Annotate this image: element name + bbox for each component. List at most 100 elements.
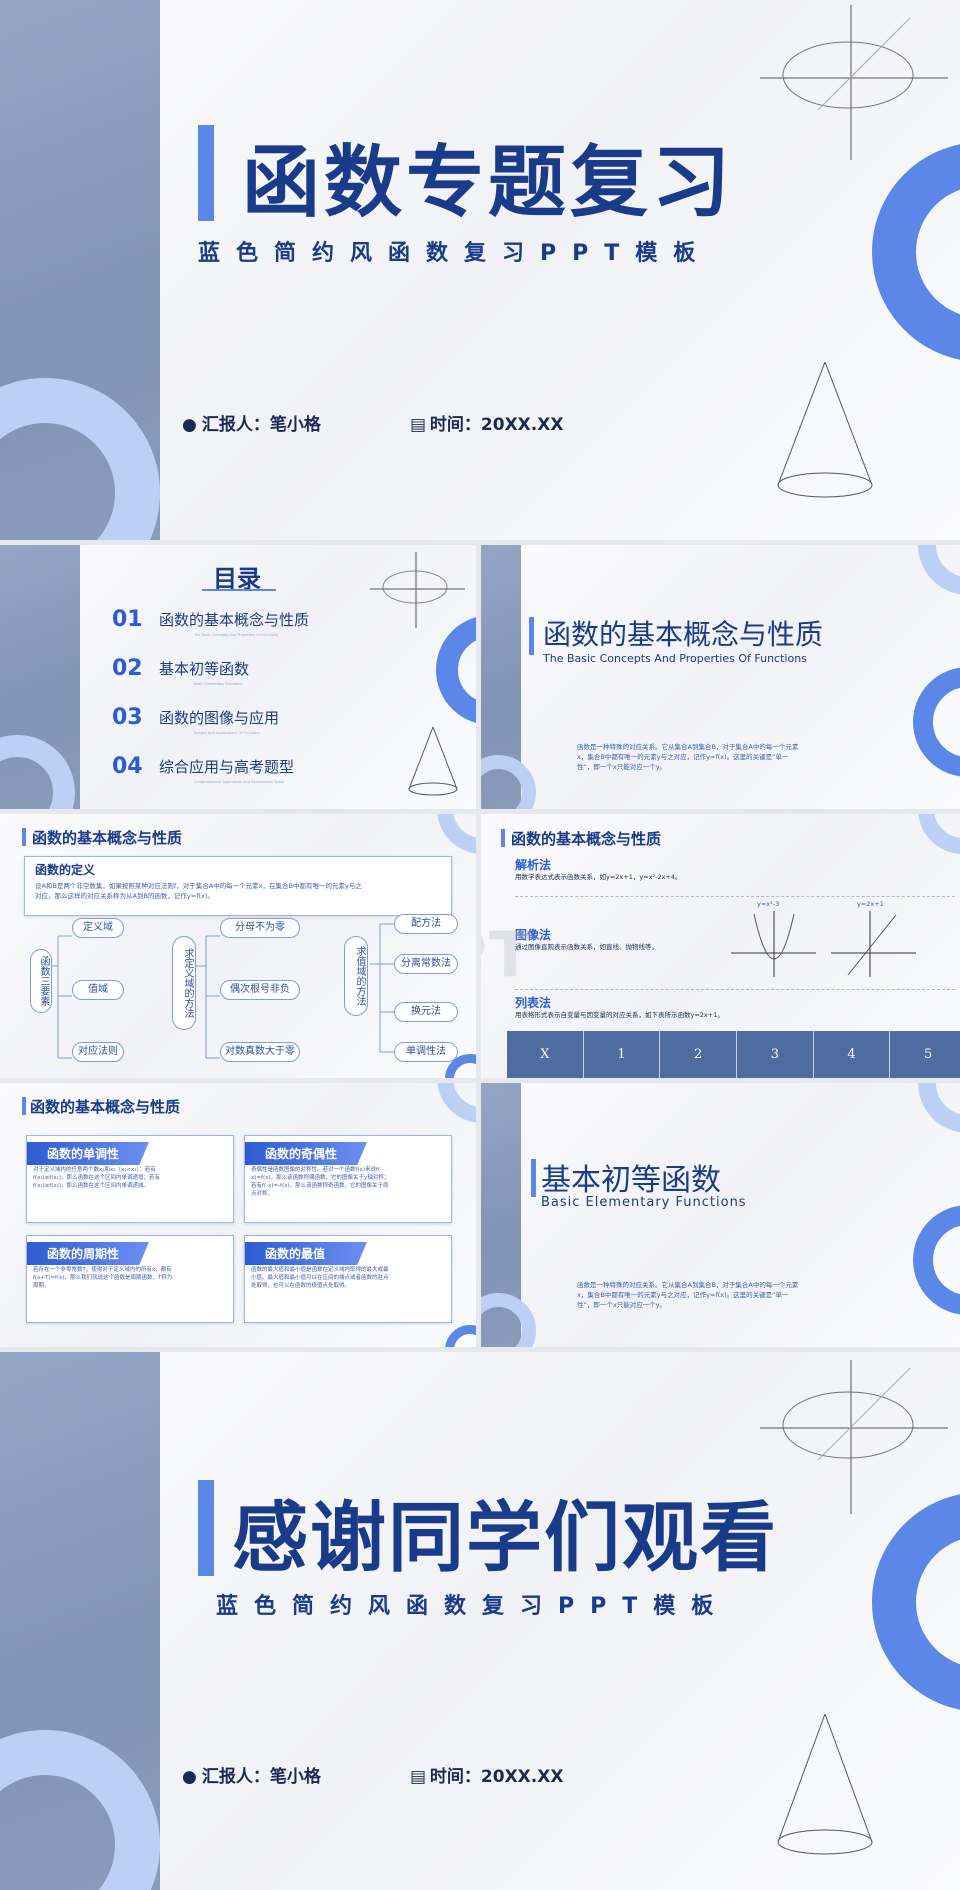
section1-en: The Basic Concepts And Properties Of Fun…	[543, 652, 807, 665]
ending-title: 感谢同学们观看	[232, 1493, 778, 1582]
definition-slide: 函数的基本概念与性质 函数的定义 设A和B是两个非空数集，如果按照某种对应法则f…	[0, 814, 476, 1078]
ending-title-bar	[198, 1480, 214, 1576]
toc-item-number: 03	[112, 705, 143, 730]
repr-title-bar	[501, 829, 505, 847]
section2-ring-top	[918, 1083, 960, 1133]
properties-slide: 函数的基本概念与性质 函数的单调性对于定义域内的任意两个数x₁和x₂（x₁<x₂…	[0, 1083, 476, 1347]
toc-cone-decor	[408, 726, 458, 796]
prop-ring-top	[437, 1083, 476, 1123]
representation-slide: 函数的基本概念与性质 解析法 用数学表达式表示函数关系，如y=2x+1，y=x²…	[481, 814, 960, 1078]
domain-method-pill: 分母不为零	[220, 918, 300, 938]
calendar-icon: ▤	[410, 1767, 427, 1787]
range-method-pill: 换元法	[394, 1002, 458, 1022]
watermark: 笔格PPT	[481, 918, 534, 991]
range-method-label: 求值域的方法	[344, 936, 368, 1016]
definition-card: 函数的定义 设A和B是两个非空数集，如果按照某种对应法则f，对于集合A中的每一个…	[24, 856, 452, 916]
cover-reporter: ● 汇报人：笔小格	[182, 410, 321, 435]
user-icon: ●	[182, 415, 197, 435]
cover-ring-right	[872, 142, 960, 362]
definition-body: 设A和B是两个非空数集，如果按照某种对应法则f，对于集合A中的每一个元素x，在集…	[35, 882, 362, 900]
table-title: 列表法	[515, 996, 552, 1010]
prop-slide-title: 函数的基本概念与性质	[30, 1098, 181, 1116]
toc-item-subtitle: Comprehensive Application And Examinatio…	[194, 780, 284, 784]
elements-label: 函数三要素	[30, 949, 52, 1013]
property-card-title: 函数的最值	[245, 1242, 367, 1265]
element-pill: 值域	[72, 980, 124, 1000]
ending-reporter-label: 汇报人：笔小格	[201, 1767, 321, 1787]
toc-title: 目录	[213, 565, 261, 593]
domain-method-pill: 对数真数大于零	[220, 1042, 300, 1062]
section2-en: Basic Elementary Functions	[541, 1195, 747, 1210]
def-slide-title: 函数的基本概念与性质	[32, 829, 183, 847]
section2-body: 函数是一种特殊的对应关系。它从集合A到集合B，对于集合A中的每一个元素x，集合B…	[577, 1281, 799, 1309]
analytic-body: 用数学表达式表示函数关系，如y=2x+1，y=x²-2x+4。	[515, 873, 682, 881]
graph-parabola	[731, 911, 816, 977]
section1-ring-top	[918, 545, 960, 595]
graph1-label: y=x²-3	[757, 900, 780, 908]
analytic-title: 解析法	[515, 858, 552, 872]
toc-item-subtitle: Basic Elementary Functions	[194, 682, 243, 686]
ending-crosshair-decor	[760, 1360, 948, 1514]
property-card-title: 函数的周期性	[27, 1242, 149, 1265]
toc-slide: 目录 01 函数的基本概念与性质 The Basic Concepts And Pr…	[0, 545, 476, 809]
toc-title-underline	[202, 589, 276, 591]
range-method-pill: 配方法	[394, 914, 458, 934]
cover-title-bar	[198, 125, 214, 221]
ending-time: ▤ 时间：20XX.XX	[410, 1762, 563, 1787]
toc-item-label: 函数的基本概念与性质	[159, 611, 310, 629]
section2-title: 基本初等函数	[541, 1163, 721, 1198]
property-card: 函数的周期性若存在一个非零常数T，使得对于定义域内的所有x，都有f(x+T)=f…	[26, 1235, 234, 1323]
toc-item-number: 01	[112, 607, 143, 632]
def-ring-bottom	[445, 1054, 476, 1078]
toc-item-label: 综合应用与高考题型	[159, 758, 295, 776]
toc-item-number: 04	[112, 754, 143, 779]
table-header-cell: 1	[584, 1031, 661, 1078]
def-mindmap-lines	[48, 923, 394, 1059]
toc-ring-right	[436, 615, 476, 725]
section1-body: 函数是一种特殊的对应关系。它从集合A到集合B，对于集合A中的每一个元素x，集合B…	[577, 743, 799, 771]
graph2-label: y=2x+1	[857, 900, 884, 908]
toc-item-subtitle: Images And Applications Of Functions	[194, 731, 261, 735]
table-header-cell: 2	[660, 1031, 738, 1078]
section2-ring-right	[913, 1205, 960, 1315]
cover-crosshair-decor	[760, 5, 948, 160]
def-ring-top	[437, 814, 476, 854]
property-card: 函数的单调性对于定义域内的任意两个数x₁和x₂（x₁<x₂）：若有f(x₁)≤f…	[26, 1135, 234, 1223]
ending-slide: 感谢同学们观看 蓝色简约风函数复习PPT模板 ● 汇报人：笔小格 ▤ 时间：20…	[0, 1352, 960, 1890]
element-pill: 对应法则	[72, 1042, 124, 1062]
calendar-icon: ▤	[410, 415, 427, 435]
section1-title-bar	[529, 617, 534, 655]
ending-time-label: 时间：20XX.XX	[429, 1767, 564, 1787]
table-header-cell: 4	[814, 1031, 891, 1078]
property-card-title: 函数的奇偶性	[245, 1142, 367, 1165]
range-method-pill: 分离常数法	[394, 954, 458, 974]
section1-ring-right	[913, 667, 960, 777]
user-icon: ●	[182, 1767, 197, 1787]
section2-slide: 基本初等函数 Basic Elementary Functions 函数是一种特…	[481, 1083, 960, 1347]
ending-reporter: ● 汇报人：笔小格	[182, 1762, 321, 1787]
repr-divider-2	[515, 989, 955, 990]
repr-ring-top	[918, 814, 960, 854]
graph-title: 图像法	[515, 928, 552, 942]
prop-ring-bottom	[445, 1325, 476, 1347]
cover-title: 函数专题复习	[242, 137, 735, 228]
toc-item-number: 02	[112, 656, 143, 681]
table-header-cell: 5	[890, 1031, 960, 1078]
graph-body: 通过图像直观表示函数关系，如直线、抛物线等。	[515, 943, 658, 951]
ending-cone-decor	[777, 1713, 873, 1855]
definition-title: 函数的定义	[35, 863, 96, 877]
section1-title: 函数的基本概念与性质	[543, 618, 824, 651]
range-method-pill: 单调性法	[394, 1042, 458, 1062]
toc-crosshair-decor	[370, 552, 465, 628]
property-card-body: 对于定义域内的任意两个数x₁和x₂（x₁<x₂）：若有f(x₁)≤f(x₂)，那…	[33, 1167, 160, 1189]
toc-item-label: 基本初等函数	[159, 660, 250, 678]
property-card-body: 函数的最大值和最小值是函数在定义域内取得的最大或最小值。最大值和最小值可以在区间…	[251, 1267, 389, 1289]
property-card-body: 奇偶性是函数图像的对称性。若对一个函数f(x)来说f(-x)=f(x)，那么该函…	[251, 1167, 390, 1197]
cover-cone-decor	[777, 361, 873, 498]
toc-item-label: 函数的图像与应用	[159, 709, 280, 727]
toc-item-subtitle: The Basic Concepts And Properties Of Fun…	[194, 633, 278, 637]
table-header-cell: X	[507, 1031, 584, 1078]
section1-ring-left	[481, 755, 536, 809]
repr-divider-1	[515, 896, 955, 897]
section1-slide: 函数的基本概念与性质 The Basic Concepts And Proper…	[481, 545, 960, 809]
